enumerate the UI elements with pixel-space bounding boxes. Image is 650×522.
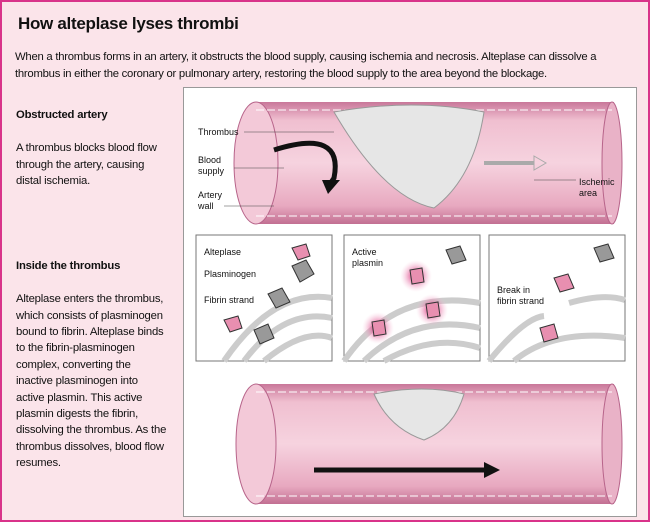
section-obstructed-artery: Obstructed artery A thrombus blocks bloo… [16, 91, 171, 189]
label-alteplase: Alteplase [204, 247, 241, 257]
label-blood-supply: Blood [198, 155, 221, 165]
arrow-icon [322, 180, 340, 194]
label-fibrin-strand: Fibrin strand [204, 295, 254, 305]
restored-artery [235, 383, 623, 505]
page-title: How alteplase lyses thrombi [18, 14, 239, 33]
intro-text: When a thrombus forms in an artery, it o… [15, 51, 597, 80]
label-blood-supply: supply [198, 166, 225, 176]
label-ischemic-area: Ischemic [579, 177, 615, 187]
obstructed-artery [233, 101, 623, 225]
label-active-plasmin: Active [352, 247, 377, 257]
label-artery-wall: Artery [198, 190, 223, 200]
panel-fibrin-break: Break in fibrin strand [486, 234, 626, 364]
thrombus [333, 104, 485, 209]
panel-alteplase-enters: Alteplase Plasminogen Fibrin strand [195, 234, 334, 364]
section-inside-thrombus: Inside the thrombus Alteplase enters the… [16, 242, 168, 472]
section-body: Alteplase enters the thrombus, which con… [16, 293, 167, 470]
section-heading: Inside the thrombus [16, 260, 121, 273]
label-break-fibrin: fibrin strand [497, 296, 544, 306]
illustration-panel: Thrombus Blood supply Artery wall Ischem… [183, 87, 637, 517]
arrow-icon [484, 462, 500, 478]
section-body: A thrombus blocks blood flow through the… [16, 142, 157, 188]
panel-active-plasmin: Active plasmin [341, 234, 481, 364]
label-plasminogen: Plasminogen [204, 269, 256, 279]
section-heading: Obstructed artery [16, 109, 108, 122]
label-break-fibrin: Break in [497, 285, 530, 295]
label-ischemic-area: area [579, 188, 597, 198]
label-thrombus: Thrombus [198, 127, 239, 137]
label-artery-wall: wall [197, 201, 214, 211]
alteplase-illustration: Thrombus Blood supply Artery wall Ischem… [195, 101, 626, 505]
label-active-plasmin: plasmin [352, 258, 383, 268]
